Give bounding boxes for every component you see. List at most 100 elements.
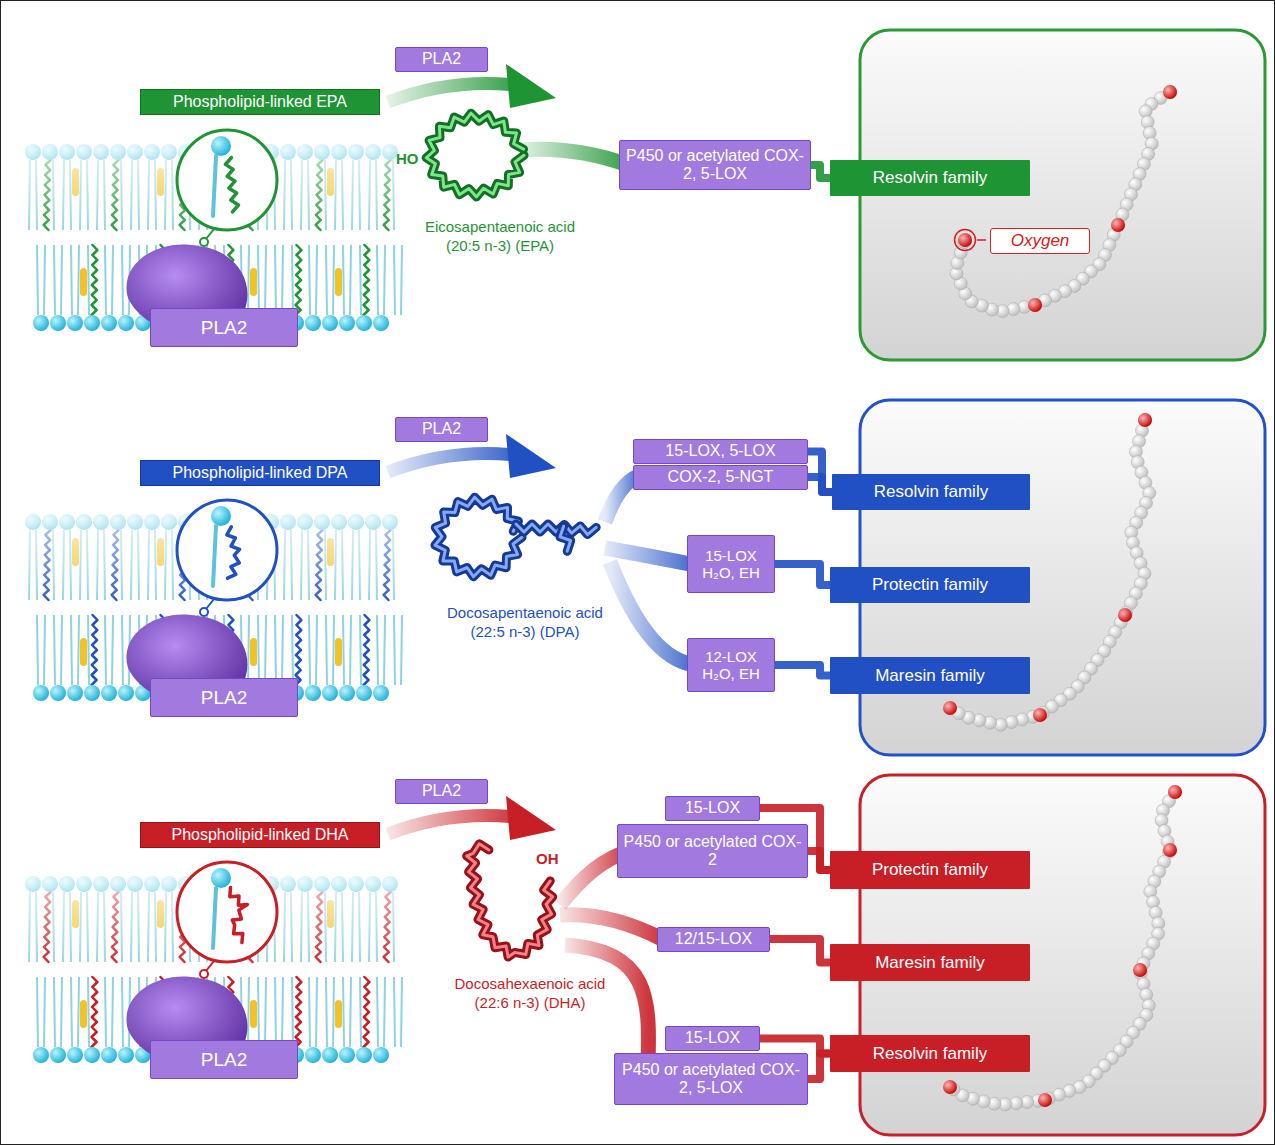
lipid-head [67, 315, 83, 331]
lipid-head [356, 1047, 372, 1063]
lipid-tail [394, 615, 395, 685]
lipid-tail [122, 245, 123, 315]
flow-connector [770, 939, 830, 963]
cholesterol [250, 1000, 257, 1028]
lipid-tail [37, 245, 38, 315]
carbon-atom [1029, 299, 1042, 312]
lipid-tail [360, 615, 361, 685]
node-text: PLA2 [422, 420, 461, 438]
node-text: 12-LOX H₂O, EH [691, 648, 771, 683]
zoom-pointer [206, 229, 214, 239]
lipid-head [33, 315, 49, 331]
molecule-caption: Docosahexaenoic acid (22:6 n-3) (DHA) [440, 975, 620, 1013]
fatty-acid-tail [225, 158, 238, 212]
lipid-tail [292, 245, 293, 315]
pla2-arrow [388, 815, 516, 834]
lipid-head [339, 1047, 355, 1063]
lipid-tail [343, 245, 344, 315]
lipid-tail [282, 245, 283, 315]
lipid-tail [37, 977, 38, 1047]
lipid-tail [316, 245, 317, 315]
lipid-tail [37, 615, 38, 685]
cholesterol [80, 638, 87, 666]
enzyme-box: P450 or acetylated COX-2 [617, 824, 808, 878]
oxygen-atom [1163, 843, 1177, 857]
flow-ribbon [560, 915, 662, 939]
lipid-head [118, 315, 134, 331]
enzyme-label: PLA2 [150, 678, 298, 717]
carbon-atom [1139, 414, 1152, 427]
lipid-tail [377, 615, 378, 685]
node-text: P450 or acetylated COX-2 [623, 833, 802, 870]
source-label: Phospholipid-linked EPA [140, 89, 380, 115]
lipid-tail [112, 615, 113, 685]
lipid-tail [248, 245, 249, 315]
flow-connector [811, 165, 830, 178]
oxygen-atom [1038, 1093, 1052, 1107]
node-text: Resolvin family [873, 168, 987, 188]
lipid-tail [61, 245, 62, 315]
enzyme-label: PLA2 [150, 308, 298, 347]
node-text: Protectin family [872, 575, 988, 595]
node-text: Phospholipid-linked DHA [172, 826, 349, 844]
fatty-acid-tail [227, 527, 240, 578]
lipid-tail [265, 977, 266, 1047]
fatty-acid-tail [364, 977, 370, 1047]
row-illustration [18, 434, 556, 704]
enzyme-box: P450 or acetylated COX-2, 5-LOX [614, 1053, 808, 1105]
flow-connector [808, 1054, 830, 1080]
fatty-acid-tail [92, 977, 98, 1047]
arrow-head [506, 796, 556, 840]
oxygen-atom [1163, 85, 1177, 99]
lipid-tail [265, 245, 266, 315]
membrane-fade [18, 125, 408, 240]
lipid-tail [343, 615, 344, 685]
fatty-acid-highlight [426, 113, 524, 197]
lipid-tail [54, 245, 55, 315]
lipid-tail [333, 245, 334, 315]
lipid-tail [78, 245, 79, 315]
lipid-tail [282, 977, 283, 1047]
node-text: PLA2 [422, 50, 461, 68]
lipid-head [356, 315, 372, 331]
carbon-atom [1169, 786, 1182, 799]
fatty-acid-tail [92, 615, 98, 685]
lipid-tail [248, 977, 249, 1047]
lipid-tail [275, 977, 276, 1047]
pla2-arrow [388, 83, 516, 102]
lipid-tail [78, 977, 79, 1047]
zoom-dot [200, 970, 208, 978]
membrane-fade [18, 495, 408, 610]
enzyme-box: 12-LOX H₂O, EH [687, 638, 775, 692]
lipid-tail [384, 245, 385, 315]
zoom-pointer [206, 599, 214, 609]
arrow-head [506, 64, 556, 108]
zoom-dot [200, 608, 208, 616]
lipid-tail [333, 977, 334, 1047]
fatty-acid-tail [225, 158, 238, 212]
node-text: Oxygen [1011, 231, 1070, 251]
lipid-tail [88, 615, 89, 685]
lipid-head [322, 1047, 338, 1063]
lipid-tail [105, 245, 106, 315]
lipid-tail [401, 977, 402, 1047]
lipid-tail [309, 977, 310, 1047]
lipid-tail [44, 245, 45, 315]
oxygen-atom [1133, 963, 1147, 977]
oxygen-atom [1118, 608, 1132, 622]
node-text: PLA2 [201, 1049, 247, 1071]
fatty-acid-chain [516, 524, 596, 535]
lipid-tail [360, 977, 361, 1047]
lipid-head [101, 685, 117, 701]
lipid-tail [71, 245, 72, 315]
molecule-caption: Eicosapentaenoic acid (20:5 n-3) (EPA) [410, 218, 590, 256]
carbon-atom [1164, 86, 1177, 99]
cholesterol [335, 268, 342, 296]
lipid-tail [292, 615, 293, 685]
lipid-tail [326, 245, 327, 315]
lipid-head [356, 685, 372, 701]
lipid-tail [394, 977, 395, 1047]
enzyme-box: 15-LOX H₂O, EH [687, 535, 775, 593]
family-bar: Resolvin family [830, 160, 1030, 196]
